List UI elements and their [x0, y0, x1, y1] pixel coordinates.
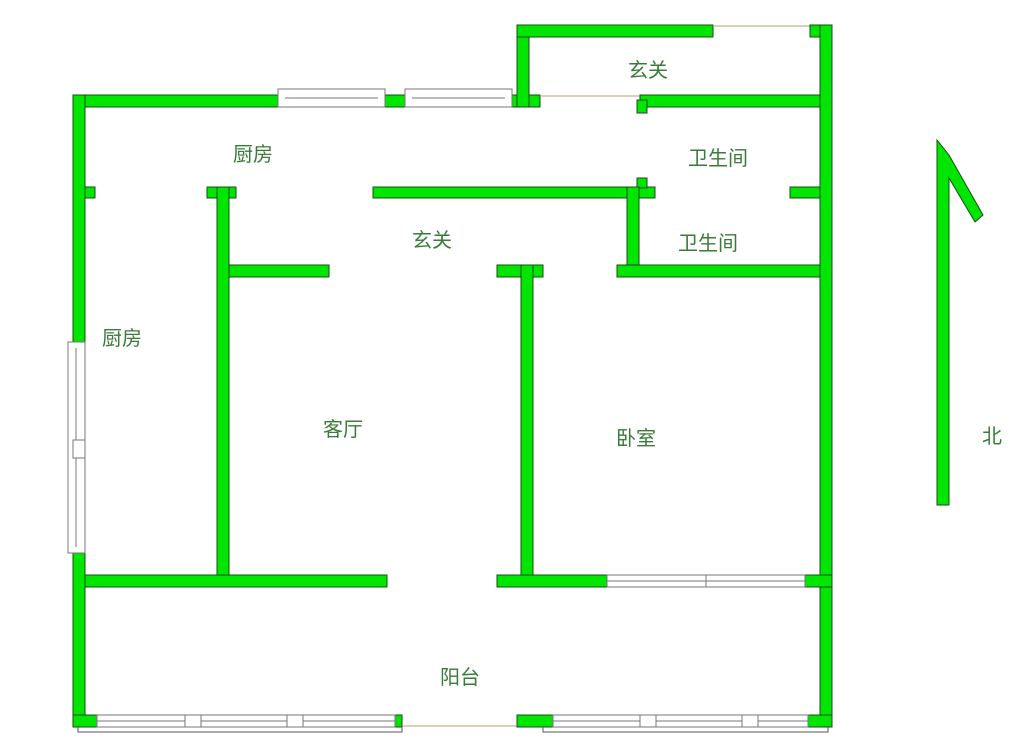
room-label-bedroom: 卧室: [616, 426, 656, 450]
room-label-living-room: 客厅: [323, 417, 363, 441]
room-label-bathroom-2: 卫生间: [678, 231, 738, 255]
room-label-entrance-hall: 玄关: [412, 228, 452, 252]
room-label-bathroom: 卫生间: [688, 146, 748, 170]
room-label-balcony: 阳台: [440, 665, 480, 689]
room-label-entrance: 玄关: [628, 58, 668, 82]
compass-north-label: 北: [982, 424, 1002, 448]
north-arrow-icon: [936, 138, 984, 506]
walls: [72, 24, 833, 728]
windows: [67, 88, 829, 733]
room-label-kitchen-left: 厨房: [102, 326, 142, 350]
room-label-kitchen: 厨房: [233, 142, 273, 166]
